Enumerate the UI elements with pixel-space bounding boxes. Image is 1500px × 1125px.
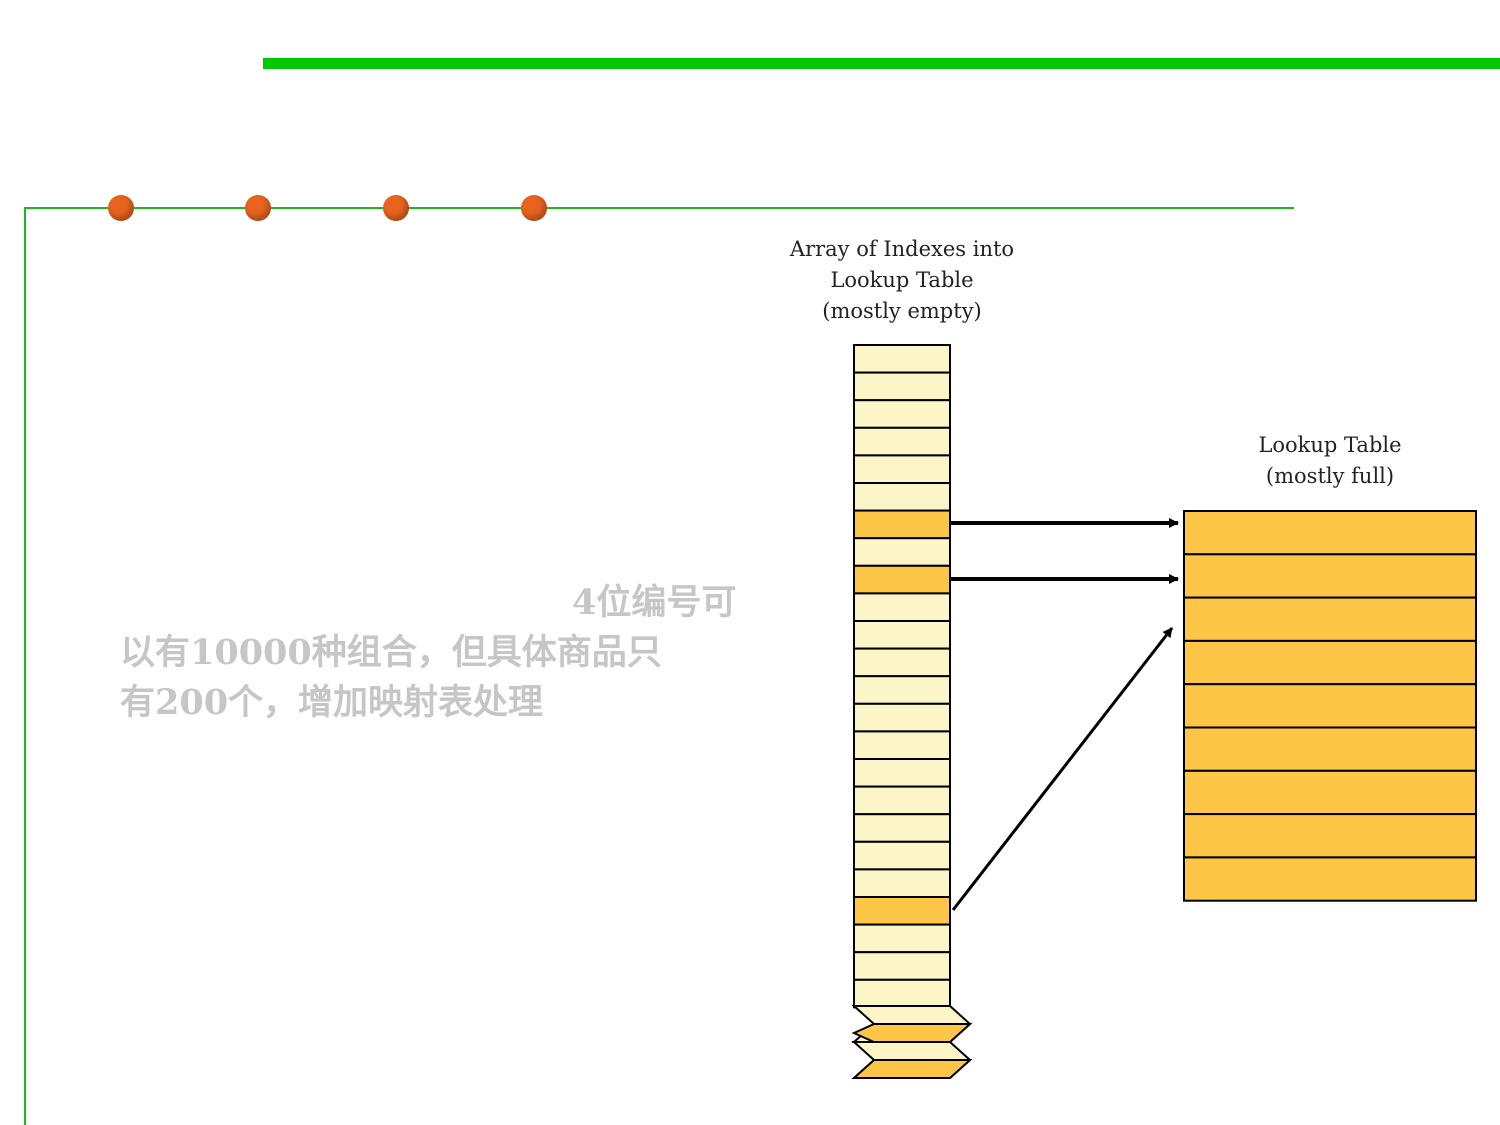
description-text: 4位编号可 以有10000种组合，但具体商品只 有200个，增加映射表处理: [120, 578, 770, 728]
label-line: Lookup Table: [830, 268, 974, 292]
label-line: (mostly full): [1265, 464, 1395, 488]
index-cell-empty: [853, 371, 951, 402]
index-cell-empty: [853, 758, 951, 788]
index-cell-empty: [853, 426, 951, 457]
lookup-row: [1183, 856, 1477, 902]
description-line: 4位编号可: [572, 582, 737, 623]
description-line: 有200个，增加映射表处理: [120, 682, 544, 723]
label-line: Array of Indexes into: [789, 237, 1015, 261]
lookup-row: [1183, 553, 1477, 599]
frame-vertical-line: [24, 207, 26, 1125]
lookup-row: [1183, 596, 1477, 642]
index-cell-filled: [853, 896, 951, 926]
index-cell-empty: [853, 592, 951, 623]
decorative-dot: [521, 195, 547, 221]
lookup-row: [1183, 639, 1477, 686]
pointer-arrows: [951, 518, 1179, 911]
index-cell-empty: [853, 537, 951, 567]
lookup-row: [1183, 726, 1477, 772]
index-cell-filled: [853, 564, 951, 595]
continuation-cell: [851, 1059, 973, 1079]
index-cell-empty: [853, 840, 951, 871]
lookup-table-label: Lookup Table (mostly full): [1200, 430, 1460, 492]
continuation-cell: [851, 1023, 973, 1043]
index-array-continuation: [851, 1005, 973, 1079]
index-array-label: Array of Indexes into Lookup Table (most…: [772, 234, 1032, 327]
index-cell-empty: [853, 675, 951, 705]
lookup-row: [1183, 769, 1477, 816]
index-cell-empty: [853, 482, 951, 512]
index-cell-empty: [853, 344, 951, 374]
index-cell-empty: [853, 702, 951, 733]
decorative-dot: [383, 195, 409, 221]
index-cell-empty: [853, 951, 951, 981]
lookup-row: [1183, 683, 1477, 729]
decorative-dot: [108, 195, 134, 221]
index-cell-empty: [853, 813, 951, 843]
frame-horizontal-line: [24, 207, 1294, 209]
index-cell-empty: [853, 868, 951, 899]
top-accent-bar: [263, 58, 1500, 69]
index-cell-empty: [853, 620, 951, 650]
index-cell-empty: [853, 978, 951, 1009]
index-cell-empty: [853, 399, 951, 429]
index-cell-empty: [853, 730, 951, 761]
label-line: Lookup Table: [1258, 433, 1402, 457]
description-line: 以有10000种组合，但具体商品只: [120, 632, 662, 673]
lookup-row: [1183, 813, 1477, 859]
lookup-table: [1183, 510, 1477, 902]
index-cell-empty: [853, 454, 951, 484]
lookup-row: [1183, 510, 1477, 556]
index-cell-empty: [853, 923, 951, 954]
decorative-dot: [245, 195, 271, 221]
index-array: [853, 344, 951, 1009]
index-cell-empty: [853, 785, 951, 816]
label-line: (mostly empty): [822, 299, 982, 323]
index-cell-filled: [853, 509, 951, 540]
pointer-arrow: [951, 627, 1174, 911]
index-cell-empty: [853, 647, 951, 678]
